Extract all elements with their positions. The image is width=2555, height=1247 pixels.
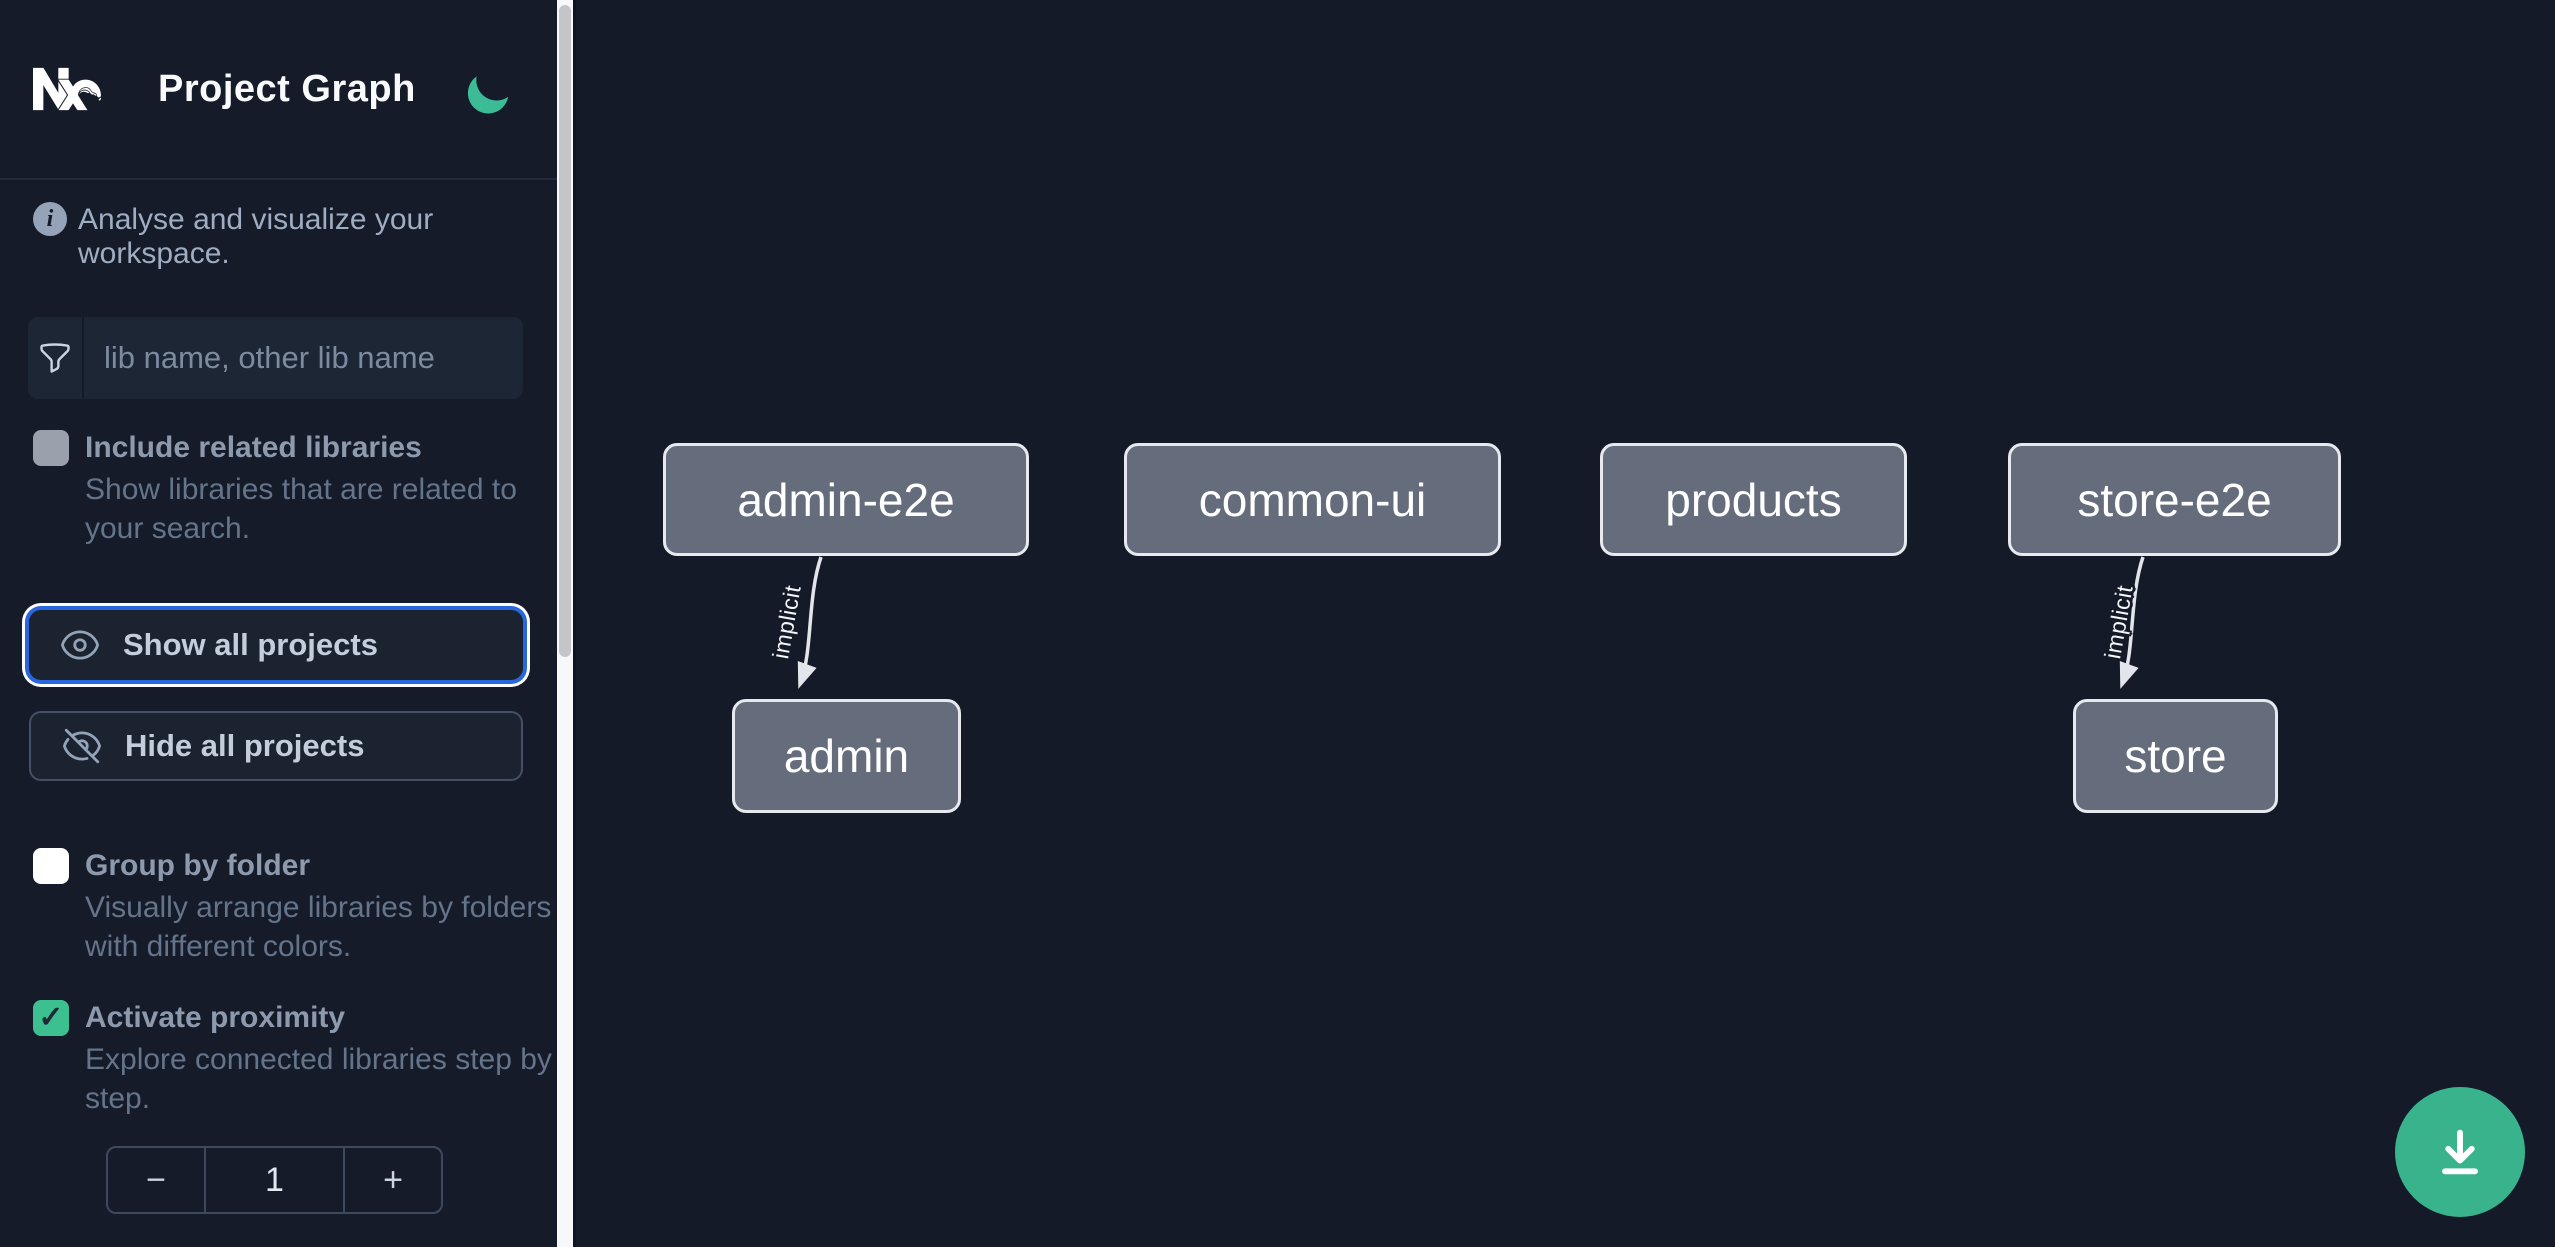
checkmark-icon: ✓: [38, 1001, 64, 1034]
include-related-description: Show libraries that are related to your …: [85, 473, 517, 545]
activate-proximity-description: Explore connected libraries step by step…: [85, 1043, 552, 1115]
download-image-button[interactable]: [2395, 1087, 2525, 1217]
moon-icon[interactable]: [457, 65, 516, 124]
search-box: [28, 317, 523, 399]
graph-node-admin[interactable]: admin: [732, 699, 961, 813]
sidebar-scrollbar-thumb[interactable]: [559, 5, 571, 657]
download-icon: [2442, 1129, 2478, 1175]
include-related-label: Include related libraries: [85, 431, 422, 464]
graph-node-products[interactable]: products: [1600, 443, 1907, 556]
graph-node-store[interactable]: store: [2073, 699, 2278, 813]
info-text: Analyse and visualize your workspace.: [78, 203, 434, 270]
info-row: i Analyse and visualize your workspace.: [33, 200, 533, 270]
include-related-checkbox[interactable]: [33, 430, 69, 466]
sidebar: Project Graph i Analyse and visualize yo…: [0, 0, 557, 1247]
stepper-increment-button[interactable]: +: [343, 1148, 441, 1212]
graph-node-store-e2e[interactable]: store-e2e: [2008, 443, 2341, 556]
nx-logo-icon: [33, 67, 102, 111]
page-title: Project Graph: [158, 68, 416, 110]
hide-all-projects-button[interactable]: Hide all projects: [29, 711, 523, 781]
header-divider: [0, 178, 557, 180]
graph-canvas[interactable]: [576, 0, 2555, 1247]
sidebar-resize-sash[interactable]: [573, 0, 576, 1247]
proximity-depth-stepper: − 1 +: [106, 1146, 443, 1214]
group-by-folder-description: Visually arrange libraries by folders wi…: [85, 891, 552, 963]
info-icon: i: [33, 202, 67, 236]
hide-all-projects-label: Hide all projects: [125, 728, 365, 763]
eye-slash-icon: [62, 728, 102, 764]
graph-node-common-ui[interactable]: common-ui: [1124, 443, 1501, 556]
filter-input[interactable]: [84, 317, 523, 399]
stepper-decrement-button[interactable]: −: [108, 1148, 206, 1212]
stepper-value[interactable]: 1: [265, 1160, 284, 1199]
group-by-folder-checkbox[interactable]: [33, 848, 69, 884]
show-all-projects-button[interactable]: Show all projects: [29, 610, 523, 680]
group-by-folder-label: Group by folder: [85, 849, 310, 882]
sidebar-header: Project Graph: [0, 0, 557, 178]
activate-proximity-label: Activate proximity: [85, 1001, 346, 1034]
graph-node-admin-e2e[interactable]: admin-e2e: [663, 443, 1029, 556]
show-all-projects-label: Show all projects: [123, 627, 378, 662]
funnel-icon: [28, 317, 84, 399]
eye-icon: [61, 630, 99, 660]
activate-proximity-checkbox[interactable]: ✓: [33, 1000, 69, 1036]
